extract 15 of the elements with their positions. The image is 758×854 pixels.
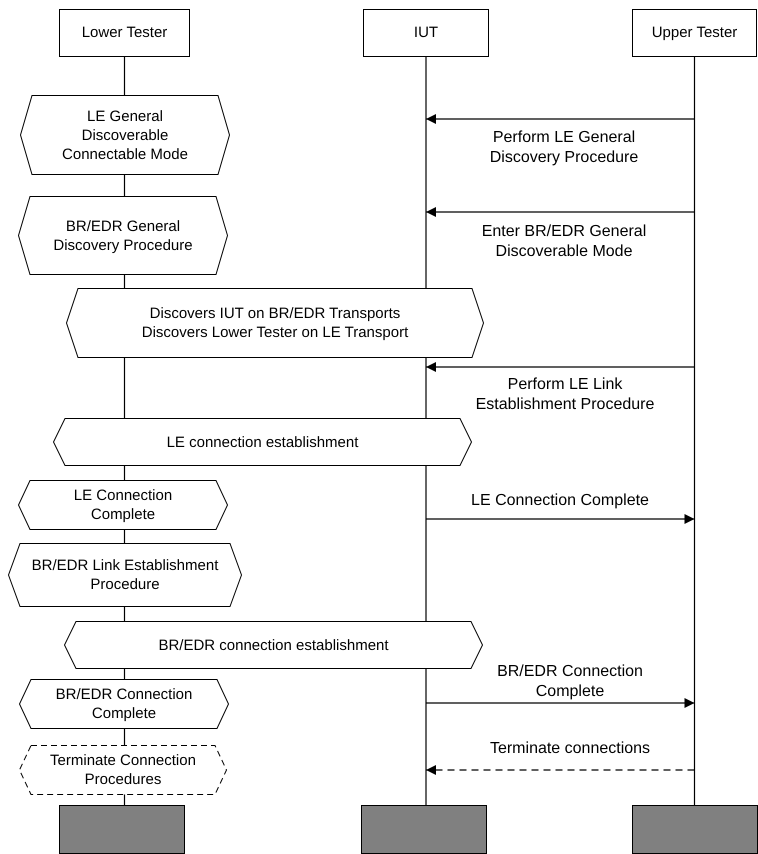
message-arrow — [426, 362, 694, 372]
condition-hexagon: LE Connection Complete — [18, 480, 228, 530]
condition-hexagon: BR/EDR Connection Complete — [19, 679, 229, 729]
end-bar — [361, 805, 487, 854]
condition-hexagon: BR/EDR Link Establishment Procedure — [8, 543, 242, 607]
message-arrow — [426, 114, 694, 124]
message-arrow — [426, 207, 694, 217]
message-arrow — [426, 698, 694, 708]
condition-hexagon: Terminate Connection Procedures — [19, 745, 227, 795]
message-arrow — [426, 514, 694, 524]
condition-hexagon: LE General Discoverable Connectable Mode — [20, 95, 230, 175]
condition-hexagon: BR/EDR General Discovery Procedure — [18, 196, 228, 275]
message-arrow — [426, 765, 694, 775]
end-bar — [632, 805, 758, 854]
end-bar — [59, 805, 185, 854]
